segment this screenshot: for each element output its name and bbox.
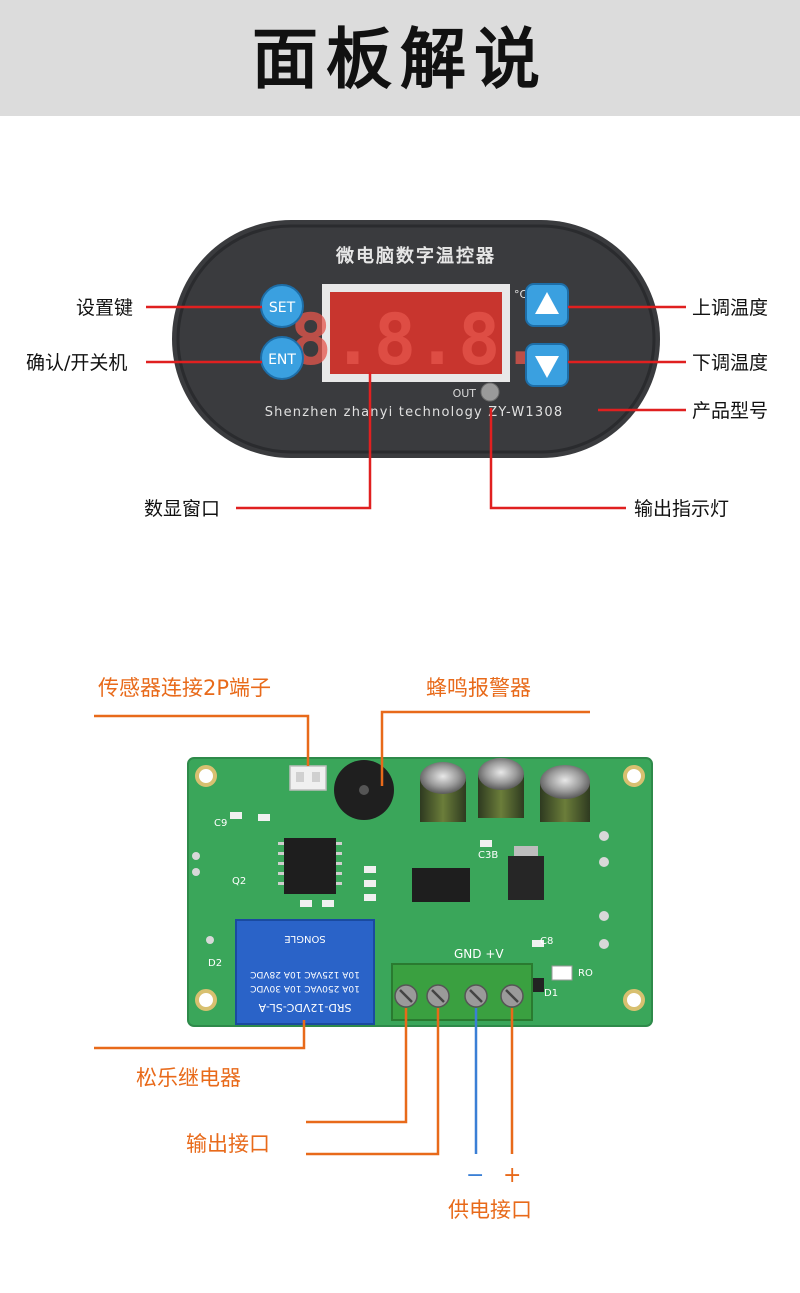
label-plus: + <box>503 1163 522 1188</box>
label-sensor-port: 传感器连接2P端子 <box>98 676 272 700</box>
down-arrow-icon <box>535 356 559 378</box>
silk-c3b: C3B <box>478 850 498 861</box>
sensor-connector <box>289 765 327 791</box>
ic-main <box>284 838 336 894</box>
label-confirm-power: 确认/开关机 <box>26 352 128 374</box>
ic-driver <box>412 868 470 902</box>
silk-ro: RO <box>578 968 593 979</box>
unit-label: °C <box>514 288 528 301</box>
capacitor-1 <box>420 762 466 822</box>
display-digits: 8.8.8. <box>290 299 543 381</box>
label-down-temp: 下调温度 <box>692 352 769 374</box>
silk-c8: C8 <box>540 936 553 947</box>
label-output-indicator: 输出指示灯 <box>634 498 730 520</box>
label-model: 产品型号 <box>692 400 769 422</box>
label-up-temp: 上调温度 <box>692 297 769 319</box>
silk-c9: C9 <box>214 818 227 829</box>
silk-gnd-v: GND +V <box>454 947 504 961</box>
panel-title: 微电脑数字温控器 <box>335 245 496 267</box>
relay: SRD-12VDC-SL-A 10A 250VAC 10A 30VDC 10A … <box>235 919 375 1025</box>
capacitor-3 <box>540 765 590 822</box>
out-label: OUT <box>453 387 477 400</box>
controller-panel: 微电脑数字温控器 8.8.8. °C SET ENT OUT Shenzhen … <box>172 220 660 458</box>
capacitor-2 <box>478 758 524 818</box>
brand-line: Shenzhen zhanyi technology ZY-W1308 <box>265 405 564 420</box>
silk-d2: D2 <box>208 958 222 969</box>
ent-key <box>260 336 304 380</box>
silk-q2: Q2 <box>232 876 246 887</box>
ent-key-label: ENT <box>268 352 296 368</box>
svg-text:SRD-12VDC-SL-A: SRD-12VDC-SL-A <box>258 1001 351 1014</box>
label-display-window: 数显窗口 <box>144 498 221 520</box>
board-callouts <box>94 710 590 1156</box>
silk-d1: D1 <box>544 988 558 999</box>
regulator <box>508 856 544 900</box>
label-minus: − <box>466 1163 485 1188</box>
label-output-port: 输出接口 <box>186 1132 270 1156</box>
header-banner: 面板解说 <box>0 0 800 116</box>
svg-text:10A 125VAC 10A 28VDC: 10A 125VAC 10A 28VDC <box>250 969 360 979</box>
svg-text:SONGLE: SONGLE <box>284 933 325 944</box>
pcb-board: C9 Q2 D2 C3B C8 D1 RO GND +V SRD-12VDC-S… <box>187 757 653 1027</box>
panel-callouts <box>146 305 686 510</box>
out-indicator-led <box>480 382 500 402</box>
svg-text:10A 250VAC 10A 30VDC: 10A 250VAC 10A 30VDC <box>250 983 360 993</box>
label-relay: 松乐继电器 <box>136 1066 241 1090</box>
label-power-port: 供电接口 <box>448 1198 532 1222</box>
set-key-label: SET <box>269 300 296 316</box>
page-title: 面板解说 <box>252 21 548 98</box>
label-buzzer: 蜂鸣报警器 <box>426 676 531 700</box>
label-set-key: 设置键 <box>76 297 134 319</box>
up-arrow-icon <box>535 292 559 314</box>
